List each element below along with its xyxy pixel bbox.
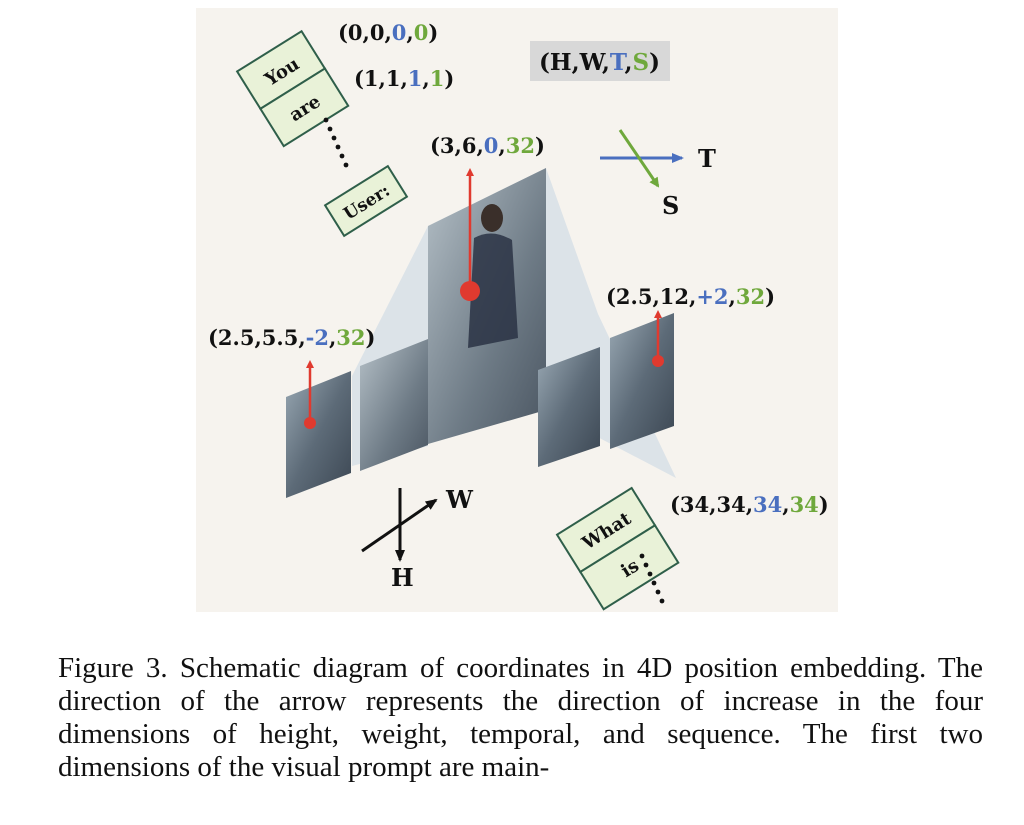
axes-hw: W H [361,485,474,592]
coord-right: (2.5,12,+2,32) [606,284,775,309]
legend-suffix: ) [649,49,660,76]
s-axis-arrow [618,129,660,188]
frame-2 [360,339,428,471]
ellipsis-dots-top [323,117,349,168]
coord-are: (1,1,1,1) [354,66,454,91]
person-head [481,204,503,232]
token-box-are [259,67,350,148]
token-box-is [578,523,680,611]
person-body [468,233,518,348]
legend-prefix: (H,W, [539,49,610,76]
token-box-user [323,164,409,238]
figure-caption: Figure 3. Schematic diagram of coordinat… [58,652,983,783]
s-axis-label: S [662,191,679,220]
coord-you: (0,0,0,0) [338,20,438,45]
svg-text:(H,W,T,S): (H,W,T,S) [539,49,660,76]
frame-5 [610,313,674,449]
legend-comma: , [624,49,632,76]
coord-center: (3,6,0,32) [430,133,545,158]
frame-1 [286,371,351,498]
legend-t: T [610,49,627,76]
coord-left: (2.5,5.5,-2,32) [208,325,375,350]
legend-s: S [633,49,650,76]
t-axis-label: T [698,144,716,173]
coord-what: (34,34,34,34) [670,492,829,517]
figure-panel: (H,W,T,S) T S W H You are User: [196,8,838,612]
video-frames [286,168,674,498]
token-group-top: You are [235,29,350,148]
marker-point-center [460,281,480,301]
marker-point-right [652,355,664,367]
token-group-bottom: What is [555,486,680,611]
token-group-user: User: [323,164,409,238]
coordinate-labels: (0,0,0,0) (1,1,1,1) (3,6,0,32) (2.5,12,+… [208,20,829,517]
position-markers [304,168,664,429]
marker-point-left [304,417,316,429]
frame-4 [538,347,600,467]
h-axis-label: H [391,563,414,592]
ellipsis-dots-bottom [639,553,665,604]
axes-ts: T S [600,129,716,220]
legend-box: (H,W,T,S) [530,41,670,81]
w-axis-label: W [445,485,474,514]
diagram-canvas: (H,W,T,S) T S W H You are User: [208,20,829,611]
